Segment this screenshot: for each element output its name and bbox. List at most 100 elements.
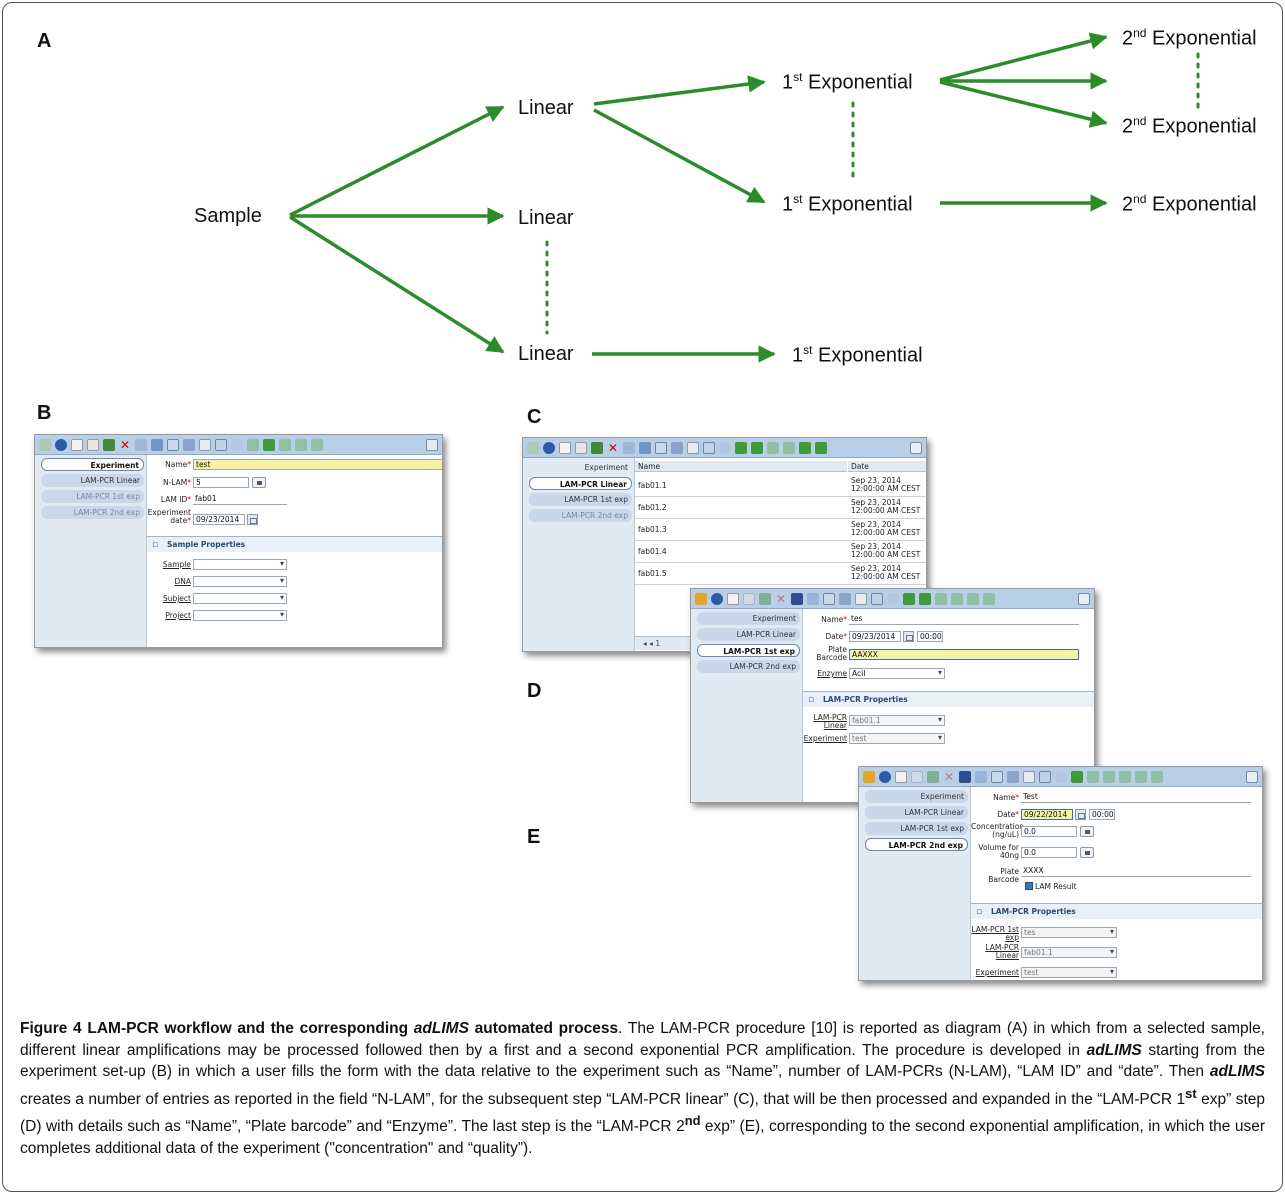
- help-icon[interactable]: [879, 770, 891, 783]
- copy-icon[interactable]: [911, 770, 923, 783]
- print-icon[interactable]: [791, 592, 803, 605]
- experiment-label[interactable]: Experiment: [975, 968, 1019, 977]
- form-view-icon[interactable]: [1246, 770, 1258, 783]
- delete-icon[interactable]: ✕: [119, 437, 131, 452]
- enzyme-label[interactable]: Enzyme: [817, 669, 847, 678]
- lam-pcr-properties-header[interactable]: LAM-PCR Properties: [803, 691, 1094, 707]
- first-record-icon[interactable]: [1071, 770, 1083, 783]
- search-icon[interactable]: [655, 441, 667, 454]
- name-field[interactable]: test: [193, 459, 442, 470]
- save-icon[interactable]: [591, 441, 603, 454]
- sidebar-item-1st-exp[interactable]: LAM-PCR 1st exp: [697, 644, 800, 657]
- copy-icon[interactable]: [575, 441, 587, 454]
- save-icon[interactable]: [927, 770, 939, 783]
- refresh-icon[interactable]: [807, 592, 819, 605]
- next-record-icon[interactable]: [1103, 770, 1115, 783]
- date-field[interactable]: 09/23/2014: [849, 631, 901, 642]
- attach-icon[interactable]: [671, 441, 683, 454]
- down-icon[interactable]: [799, 441, 811, 454]
- previous-record-icon[interactable]: [751, 441, 763, 454]
- calculator-button[interactable]: [1080, 847, 1094, 858]
- lam-pcr-properties-header[interactable]: LAM-PCR Properties: [971, 903, 1262, 919]
- next-record-icon[interactable]: [935, 592, 947, 605]
- attach-icon[interactable]: [1007, 770, 1019, 783]
- sidebar-item-experiment[interactable]: Experiment: [865, 790, 968, 803]
- print-icon[interactable]: [623, 441, 635, 454]
- concentration-field[interactable]: 0.0: [1021, 826, 1077, 837]
- calendar-icon[interactable]: [1075, 809, 1086, 820]
- row-3-name[interactable]: fab01.3: [638, 525, 667, 534]
- copy-icon[interactable]: [87, 438, 99, 451]
- lam-pcr-1st-exp-label[interactable]: LAM-PCR 1st exp: [971, 925, 1019, 942]
- last-record-icon[interactable]: [783, 441, 795, 454]
- last-record-icon[interactable]: [951, 592, 963, 605]
- row-2-name[interactable]: fab01.2: [638, 503, 667, 512]
- new-icon[interactable]: [727, 592, 739, 605]
- sample-label[interactable]: Sample: [162, 560, 191, 569]
- name-field[interactable]: tes: [849, 614, 1079, 625]
- link-icon[interactable]: [199, 438, 211, 451]
- calendar-icon[interactable]: [247, 514, 258, 525]
- sidebar-item-experiment[interactable]: Experiment: [529, 461, 632, 474]
- sidebar-item-1st-exp[interactable]: LAM-PCR 1st exp: [865, 822, 968, 835]
- experiment-select[interactable]: test: [849, 733, 945, 744]
- copy-icon[interactable]: [743, 592, 755, 605]
- last-record-icon[interactable]: [295, 438, 307, 451]
- print-icon[interactable]: [959, 770, 971, 783]
- sample-properties-header[interactable]: Sample Properties: [147, 536, 442, 552]
- column-header-date[interactable]: Date: [848, 461, 926, 472]
- lam-pcr-linear-label[interactable]: LAM-PCR Linear: [985, 943, 1019, 960]
- project-select[interactable]: [193, 610, 287, 621]
- sidebar-item-linear[interactable]: LAM-PCR Linear: [697, 628, 800, 641]
- sidebar-item-1st-exp[interactable]: LAM-PCR 1st exp: [41, 490, 144, 503]
- down-icon[interactable]: [1135, 770, 1147, 783]
- subject-label[interactable]: Subject: [162, 594, 191, 603]
- sidebar-item-experiment[interactable]: Experiment: [41, 458, 144, 471]
- lam-pcr-linear-select[interactable]: fab01.1: [1021, 947, 1117, 958]
- lam-pcr-1st-exp-select[interactable]: tes: [1021, 927, 1117, 938]
- subject-select[interactable]: [193, 593, 287, 604]
- search-icon[interactable]: [823, 592, 835, 605]
- previous-record-icon[interactable]: [919, 592, 931, 605]
- sample-select[interactable]: [193, 559, 287, 570]
- sidebar-item-linear[interactable]: LAM-PCR Linear: [529, 477, 632, 490]
- time-field[interactable]: 00:00: [917, 631, 943, 642]
- form-view-icon[interactable]: [910, 441, 922, 454]
- delete-icon[interactable]: ✕: [607, 440, 619, 455]
- sidebar-item-2nd-exp[interactable]: LAM-PCR 2nd exp: [529, 509, 632, 522]
- new-icon[interactable]: [559, 441, 571, 454]
- sidebar-item-experiment[interactable]: Experiment: [697, 612, 800, 625]
- sidebar-item-2nd-exp[interactable]: LAM-PCR 2nd exp: [865, 838, 968, 851]
- sidebar-item-linear[interactable]: LAM-PCR Linear: [865, 806, 968, 819]
- form-view-icon[interactable]: [426, 438, 438, 451]
- next-record-icon[interactable]: [767, 441, 779, 454]
- first-record-icon[interactable]: [247, 438, 259, 451]
- experiment-date-field[interactable]: 09/23/2014: [193, 514, 245, 525]
- down-icon[interactable]: [967, 592, 979, 605]
- search-icon[interactable]: [991, 770, 1003, 783]
- back-icon[interactable]: [863, 770, 875, 783]
- row-5-name[interactable]: fab01.5: [638, 569, 667, 578]
- row-4-name[interactable]: fab01.4: [638, 547, 667, 556]
- page-number[interactable]: 1: [655, 639, 661, 648]
- time-field[interactable]: 00:00: [1089, 809, 1115, 820]
- delete-icon[interactable]: ✕: [943, 769, 955, 784]
- history-icon[interactable]: [887, 592, 899, 605]
- previous-record-icon[interactable]: [263, 438, 275, 451]
- back-icon[interactable]: [39, 438, 51, 451]
- report-icon[interactable]: [215, 438, 227, 451]
- column-header-name[interactable]: Name: [635, 461, 847, 472]
- save-icon[interactable]: [103, 438, 115, 451]
- refresh-icon[interactable]: [639, 441, 651, 454]
- print-icon[interactable]: [135, 438, 147, 451]
- refresh-icon[interactable]: [151, 438, 163, 451]
- experiment-select[interactable]: test: [1021, 967, 1117, 978]
- sidebar-item-2nd-exp[interactable]: LAM-PCR 2nd exp: [697, 660, 800, 673]
- save-icon[interactable]: [759, 592, 771, 605]
- history-icon[interactable]: [719, 441, 731, 454]
- up-icon[interactable]: [311, 438, 323, 451]
- link-icon[interactable]: [687, 441, 699, 454]
- history-icon[interactable]: [231, 438, 243, 451]
- new-icon[interactable]: [895, 770, 907, 783]
- experiment-label[interactable]: Experiment: [803, 734, 847, 743]
